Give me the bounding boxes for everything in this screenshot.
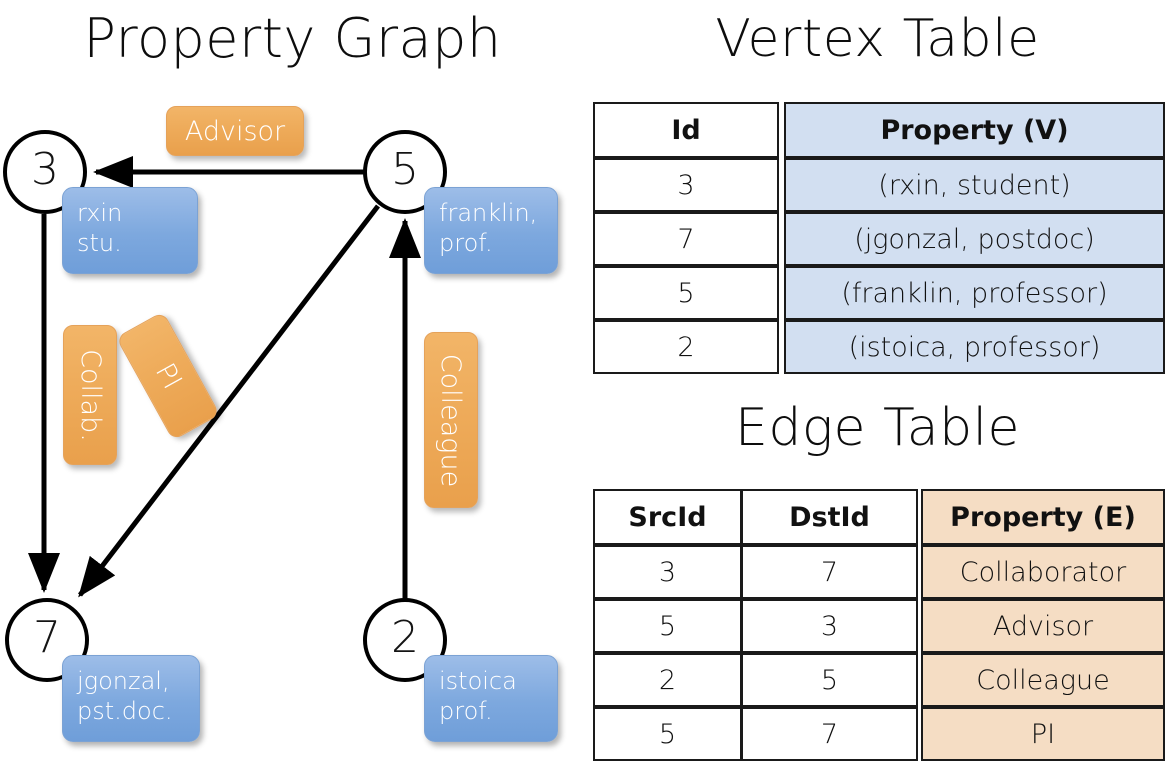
graph-node-2-property-box[interactable]: istoica prof. [424, 655, 558, 742]
edge-table-row-2-srcid: 2 [593, 653, 742, 707]
page-title-vertex-table: Vertex Table [715, 9, 1040, 69]
vertex-table-header-property: Property (V) [784, 102, 1165, 158]
edge-table-row-1-srcid: 5 [593, 599, 742, 653]
graph-node-5-id: 5 [391, 144, 419, 195]
edge-table-row-2-property: Colleague [921, 653, 1165, 707]
edge-table-row-1-property: Advisor [921, 599, 1165, 653]
edge-table-header-property: Property (E) [921, 489, 1165, 545]
edge-label-collab[interactable]: Collab. [63, 325, 117, 465]
vertex-table-row-3-id: 2 [593, 320, 779, 374]
edge-table-header-srcid: SrcId [593, 489, 742, 545]
edge-table-row-0-dstid: 7 [741, 545, 918, 599]
vertex-table-row-1-property: (jgonzal, postdoc) [784, 212, 1165, 266]
page-title-property-graph: Property Graph [83, 7, 502, 70]
graph-node-3-id: 3 [31, 144, 59, 195]
vertex-table-row-2-id: 5 [593, 266, 779, 320]
graph-node-7-property-box[interactable]: jgonzal, pst.doc. [62, 655, 200, 742]
vertex-table-row-1-id: 7 [593, 212, 779, 266]
graph-node-2-id: 2 [391, 612, 419, 663]
edge-table-row-1-dstid: 3 [741, 599, 918, 653]
graph-node-5-property-box[interactable]: franklin, prof. [424, 187, 558, 274]
vertex-table-row-0-property: (rxin, student) [784, 158, 1165, 212]
edge-line-5-7-pi [78, 204, 380, 598]
edge-label-colleague[interactable]: Colleague [424, 332, 478, 508]
property-graph-diagram: Advisor Collab. PI Colleague 3 rxin stu.… [0, 0, 585, 760]
edge-table-row-2-dstid: 5 [741, 653, 918, 707]
edge-table-row-3-srcid: 5 [593, 707, 742, 761]
edge-table-row-0-srcid: 3 [593, 545, 742, 599]
edge-table-row-0-property: Collaborator [921, 545, 1165, 599]
edge-table-row-3-property: PI [921, 707, 1165, 761]
vertex-table-row-3-property: (istoica, professor) [784, 320, 1165, 374]
graph-edge-lines [28, 156, 421, 600]
graph-node-3[interactable]: 3 [3, 130, 87, 214]
vertex-table-row-2-property: (franklin, professor) [784, 266, 1165, 320]
graph-node-3-property-box[interactable]: rxin stu. [62, 187, 198, 274]
vertex-table-header-id: Id [593, 102, 779, 158]
graph-node-7-id: 7 [33, 612, 61, 663]
graph-node-7[interactable]: 7 [5, 598, 89, 682]
vertex-table-row-0-id: 3 [593, 158, 779, 212]
edge-label-advisor[interactable]: Advisor [166, 106, 304, 156]
edge-label-advisor-text: Advisor [184, 115, 286, 147]
page-title-edge-table: Edge Table [734, 398, 1021, 458]
edge-table-header-dstid: DstId [741, 489, 918, 545]
edge-table-row-3-dstid: 7 [741, 707, 918, 761]
